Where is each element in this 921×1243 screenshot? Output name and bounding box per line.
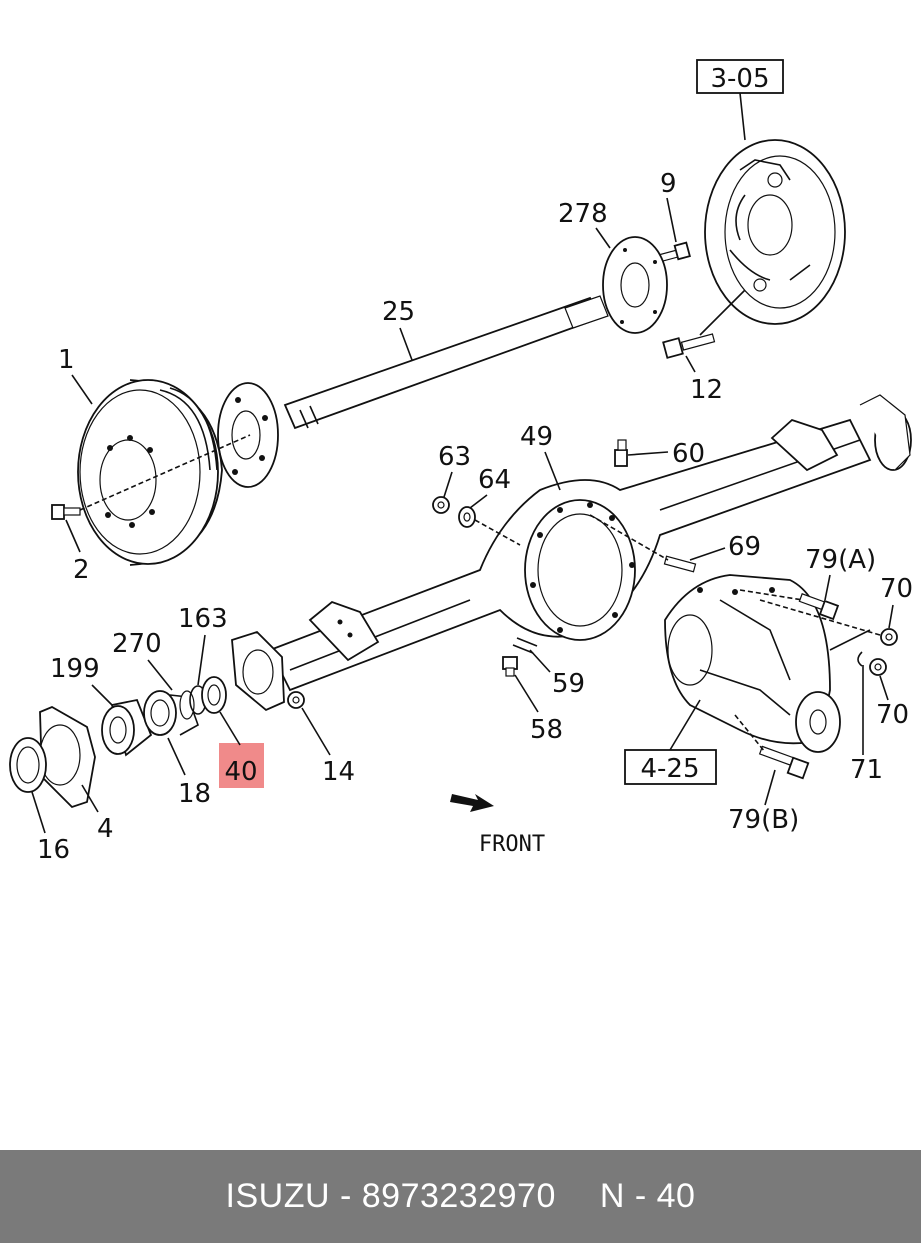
front-arrow-icon	[450, 794, 494, 812]
label-49: 49	[520, 422, 553, 452]
axle-housing	[231, 394, 912, 712]
label-18: 18	[178, 779, 211, 809]
seal-plate-278	[602, 236, 668, 334]
label-2: 2	[73, 555, 90, 585]
label-163: 163	[178, 604, 228, 634]
footer-brand-part: ISUZU - 8973232970	[225, 1177, 556, 1215]
label-70-bottom: 70	[876, 700, 909, 730]
bearing-18	[143, 690, 199, 736]
screw-2	[51, 504, 81, 520]
spacer-270	[179, 690, 195, 720]
ref-box-4-25-text: 4-25	[640, 754, 699, 784]
bearing-199	[101, 698, 153, 757]
nut-70-top	[880, 628, 898, 646]
bolt-12	[662, 333, 716, 359]
label-270: 270	[112, 629, 162, 659]
oil-seal-16	[9, 737, 47, 793]
stud-69	[663, 555, 697, 573]
washer-71	[857, 651, 863, 667]
label-79b: 79(B)	[728, 805, 799, 835]
label-58: 58	[530, 715, 563, 745]
label-71: 71	[850, 755, 883, 785]
label-64: 64	[478, 465, 511, 495]
ref-box-4-25[interactable]	[624, 749, 717, 785]
nut-14	[287, 691, 305, 709]
nut-63	[432, 496, 450, 514]
highlight-part-40[interactable]	[219, 743, 264, 788]
label-14: 14	[322, 757, 355, 787]
plug-58	[502, 656, 518, 677]
label-69: 69	[728, 532, 761, 562]
gasket-59	[512, 637, 538, 654]
label-40: 40	[224, 757, 257, 787]
nut-70-bottom	[869, 658, 887, 676]
label-12: 12	[690, 375, 723, 405]
bolt-9	[658, 241, 691, 263]
label-278: 278	[558, 199, 608, 229]
label-9: 9	[660, 169, 677, 199]
label-25: 25	[382, 297, 415, 327]
label-70-top: 70	[880, 574, 913, 604]
oil-seal-40	[201, 676, 227, 714]
parts-diagram: 3-05 9 12 278 25	[9, 59, 913, 865]
ref-box-3-05-text: 3-05	[710, 64, 769, 94]
bolt-79a	[798, 593, 840, 621]
label-1: 1	[58, 345, 75, 375]
label-63: 63	[438, 442, 471, 472]
label-199: 199	[50, 654, 100, 684]
bearing-housing-4	[39, 705, 96, 809]
differential-carrier	[664, 574, 841, 753]
bolt-79b	[758, 745, 810, 780]
front-label: FRONT	[479, 832, 545, 857]
label-59: 59	[552, 669, 585, 699]
label-79a: 79(A)	[805, 545, 876, 575]
footer-page-ref: N - 40	[599, 1177, 696, 1215]
brake-backing-plate	[704, 139, 846, 325]
brake-drum-1	[77, 379, 223, 566]
label-16: 16	[37, 835, 70, 865]
label-60: 60	[672, 439, 705, 469]
footer-bar: ISUZU - 8973232970 N - 40	[0, 1150, 921, 1243]
axle-shaft-25	[283, 295, 609, 430]
label-4: 4	[97, 814, 114, 844]
washer-64	[458, 506, 476, 528]
shaft-flange	[217, 382, 279, 488]
breather-60	[614, 439, 628, 467]
